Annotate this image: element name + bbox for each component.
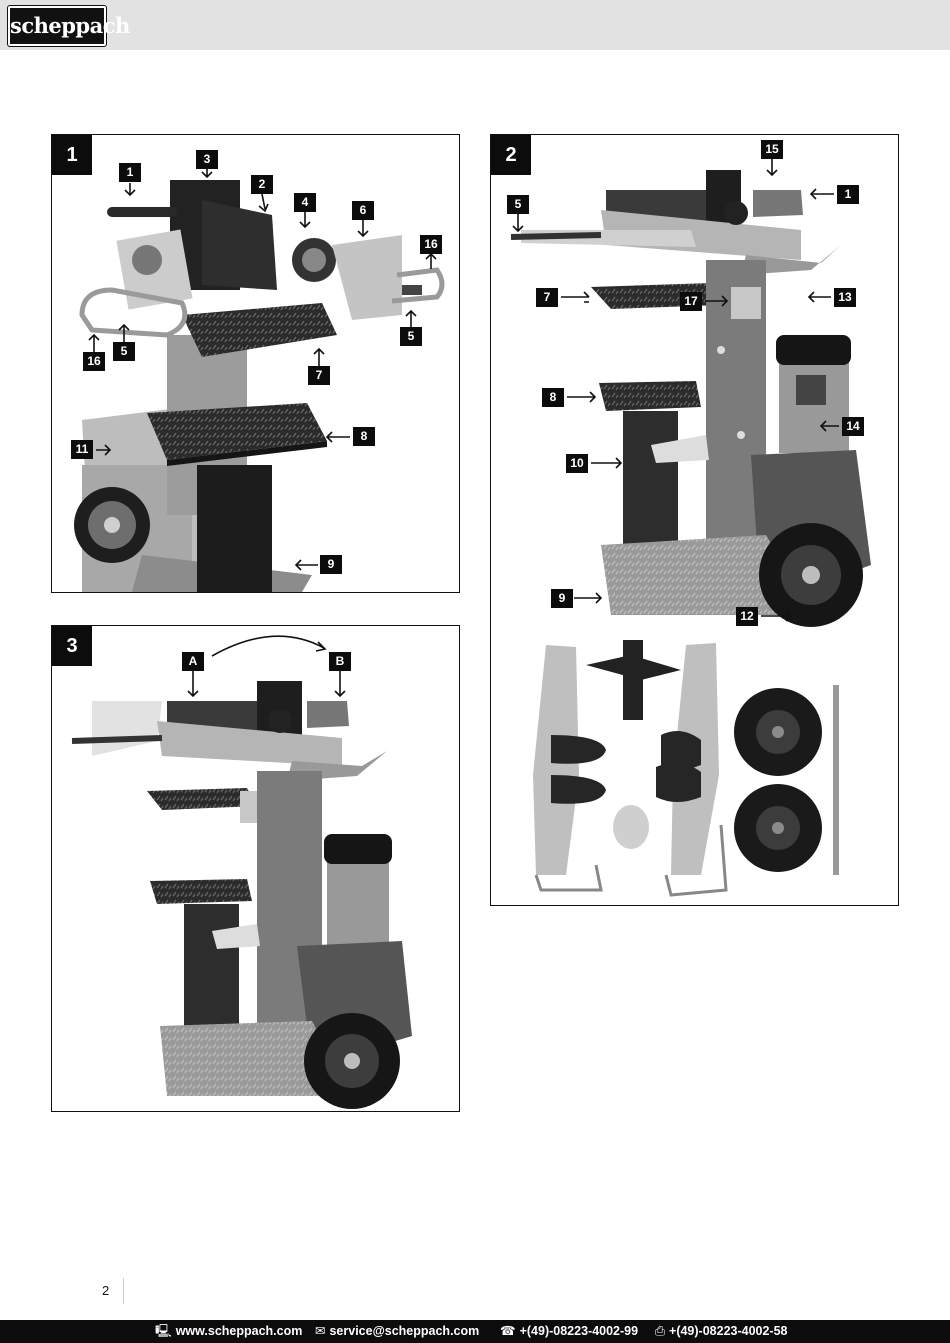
figure-1-photo: [52, 135, 459, 592]
page-header: scheppach: [0, 0, 950, 50]
page-number: 2: [102, 1283, 110, 1298]
fax-icon: ⎙: [655, 1324, 666, 1338]
callout-label: 4: [294, 193, 316, 212]
footer-phone[interactable]: ☎+(49)-08223-4002-99: [500, 1323, 638, 1340]
figure-3: 3: [51, 625, 460, 1112]
envelope-icon: ✉: [315, 1324, 326, 1338]
callout-label: 17: [680, 292, 702, 311]
callout-label: 9: [320, 555, 342, 574]
figure-number: 3: [52, 626, 92, 666]
callout-label: 9: [551, 589, 573, 608]
footer-fax[interactable]: ⎙+(49)-08223-4002-58: [655, 1323, 788, 1340]
callout-arrows: [187, 671, 346, 698]
footer-web[interactable]: 🖳www.scheppach.com: [155, 1323, 302, 1340]
footer-fax-text: +(49)-08223-4002-58: [669, 1324, 788, 1338]
callout-label: 14: [842, 417, 864, 436]
figure-number: 2: [491, 135, 531, 175]
callout-label: 7: [308, 366, 330, 385]
callout-label: 7: [536, 288, 558, 307]
figure-2: 2: [490, 134, 899, 906]
callout-label: 11: [71, 440, 93, 459]
callout-label: 8: [542, 388, 564, 407]
callout-arrows: [512, 159, 839, 622]
figure-1: 1: [51, 134, 460, 593]
callout-label: 5: [113, 342, 135, 361]
callout-label: 8: [353, 427, 375, 446]
footer-email[interactable]: ✉service@scheppach.com: [315, 1323, 479, 1340]
telephone-icon: ☎: [500, 1324, 516, 1338]
figure-number: 1: [52, 135, 92, 175]
callout-label: 6: [352, 201, 374, 220]
page-number-divider: [123, 1278, 124, 1304]
page-footer: 🖳www.scheppach.com ✉service@scheppach.co…: [0, 1320, 950, 1343]
computer-icon: 🖳: [155, 1324, 172, 1338]
footer-web-text: www.scheppach.com: [175, 1324, 303, 1338]
callout-label: 1: [837, 185, 859, 204]
figure-2-photo: [510, 170, 871, 897]
callout-label: 16: [420, 235, 442, 254]
callout-label: 16: [83, 352, 105, 371]
callout-label: 12: [736, 607, 758, 626]
callout-label: 5: [400, 327, 422, 346]
scheppach-logo: scheppach: [8, 6, 130, 46]
callout-label-A: A: [182, 652, 204, 671]
footer-phone-text: +(49)-08223-4002-99: [519, 1324, 639, 1338]
callout-label: 5: [507, 195, 529, 214]
callout-label: 13: [834, 288, 856, 307]
callout-label: 2: [251, 175, 273, 194]
callout-label-B: B: [329, 652, 351, 671]
callout-arrows: [88, 169, 437, 571]
callout-label: 3: [196, 150, 218, 169]
footer-email-text: service@scheppach.com: [329, 1324, 480, 1338]
callout-label: 1: [119, 163, 141, 182]
callout-label: 10: [566, 454, 588, 473]
callout-label: 15: [761, 140, 783, 159]
figure-3-photo: [71, 635, 412, 1109]
